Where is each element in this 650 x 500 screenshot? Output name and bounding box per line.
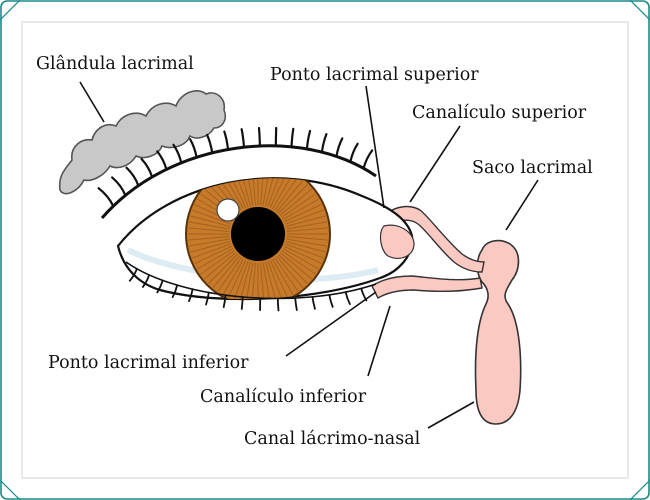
label-lower-punctum: Ponto lacrimal inferior bbox=[48, 353, 249, 373]
leader-upper-canaliculus bbox=[409, 125, 461, 203]
label-upper-punctum: Ponto lacrimal superior bbox=[270, 65, 479, 85]
nasolacrimal-duct-shape bbox=[474, 239, 522, 425]
label-lacrimal-sac: Saco lacrimal bbox=[472, 158, 593, 178]
upper-canaliculus-shape bbox=[385, 205, 485, 273]
leader-lower-canaliculus bbox=[367, 305, 391, 377]
label-nasolacrimal-duct: Canal lácrimo-nasal bbox=[244, 429, 421, 449]
label-lacrimal-gland: Glândula lacrimal bbox=[36, 54, 194, 74]
eye-highlight bbox=[216, 198, 240, 222]
label-upper-canaliculus: Canalículo superior bbox=[412, 103, 587, 123]
lower-eyelashes bbox=[128, 267, 368, 312]
leader-lines bbox=[79, 81, 539, 429]
eye bbox=[97, 126, 415, 312]
lower-canaliculus-shape bbox=[371, 275, 483, 299]
leader-lacrimal-sac bbox=[505, 179, 539, 231]
upper-eyelashes bbox=[97, 126, 374, 208]
leader-upper-punctum bbox=[365, 85, 385, 209]
upper-lid-crease bbox=[100, 144, 377, 219]
leader-lacrimal-gland bbox=[79, 81, 105, 123]
leader-lower-punctum bbox=[285, 291, 377, 357]
leader-nasolacrimal-duct bbox=[427, 401, 475, 429]
lacrimal-gland-shape bbox=[58, 90, 227, 195]
pupil bbox=[231, 207, 285, 261]
caruncle bbox=[379, 224, 415, 259]
label-lower-canaliculus: Canalículo inferior bbox=[200, 387, 367, 407]
lacrimal-duct-system bbox=[371, 205, 522, 425]
